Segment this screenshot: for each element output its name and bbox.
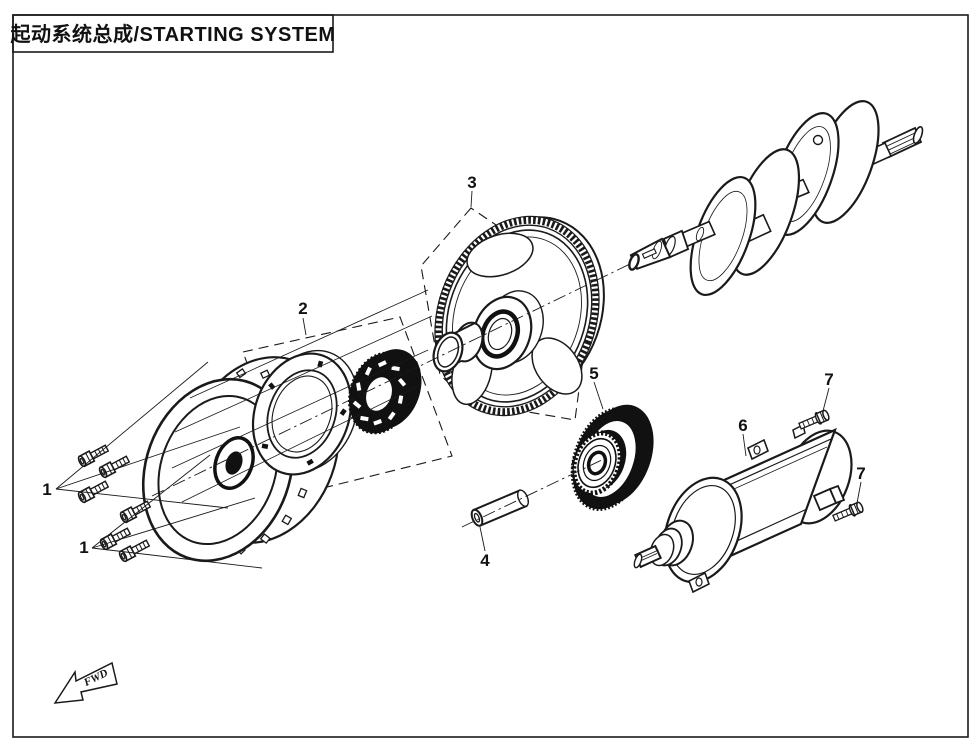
callout-6: 6 (738, 416, 747, 435)
fwd-arrow-shape (53, 661, 118, 704)
callout-3: 3 (467, 173, 476, 192)
page-title: 起动系统总成/STARTING SYSTEM (9, 22, 335, 46)
starter-motor-drawing (633, 423, 853, 594)
callout-5: 5 (589, 364, 598, 383)
callout-7b: 7 (856, 464, 865, 483)
fwd-arrow: FWD (53, 661, 118, 704)
title-box (12, 14, 334, 53)
callout-labels: 1 1 2 3 4 5 6 7 7 (42, 173, 865, 570)
alignment-lines (171, 289, 433, 503)
idler-gear-drawing (570, 404, 654, 511)
motor-bolt-upper (796, 408, 832, 433)
sprag-cage-slots (352, 360, 407, 426)
driven-gear-drawing (434, 215, 605, 417)
callout-1a: 1 (42, 480, 51, 499)
callout-2: 2 (298, 299, 307, 318)
callout-4: 4 (480, 551, 490, 570)
clutch-plate-drawing (251, 349, 359, 476)
plate-bolt-holes (261, 360, 347, 466)
leader-lines (55, 190, 862, 569)
callout-1b: 1 (79, 538, 88, 557)
centerlines (151, 263, 631, 528)
callout-7a: 7 (824, 370, 833, 389)
idler-shaft-drawing (470, 489, 530, 527)
crankshaft-drawing (628, 100, 924, 297)
sprag-clutch-drawing (348, 349, 422, 435)
drawing-frame: 起动系统总成/STARTING SYSTEM (9, 14, 969, 738)
